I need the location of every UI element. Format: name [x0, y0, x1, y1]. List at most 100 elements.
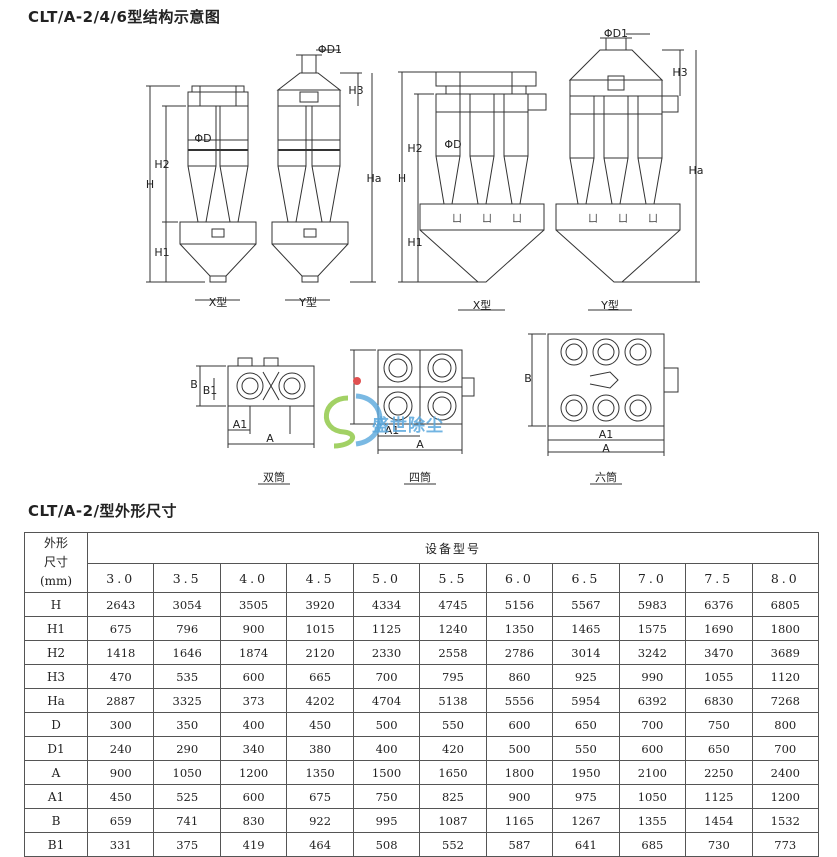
table-cell: 300: [86, 712, 155, 737]
table-cell: 3689: [751, 640, 820, 665]
table-cell: 700: [618, 712, 687, 737]
table-cell: 290: [153, 736, 221, 761]
table-cell: 675: [286, 784, 354, 809]
plan-label: 双筒: [263, 471, 285, 484]
table-cell: 1050: [153, 760, 221, 785]
table-cell: 796: [153, 616, 221, 641]
row-label-cell: H3: [24, 664, 88, 689]
table-corner-cell: 外形 尺寸 (mm): [24, 532, 88, 593]
table-cell: 1240: [419, 616, 487, 641]
table-cell: 5138: [419, 688, 487, 713]
table-cell: 3054: [153, 592, 221, 617]
dim-label-a1: A1: [384, 424, 400, 437]
table-cell: 1650: [419, 760, 487, 785]
table-cell: 922: [286, 808, 354, 833]
table-cell: 600: [485, 712, 554, 737]
table-cell: 6830: [685, 688, 753, 713]
table-cell: 508: [352, 832, 421, 857]
table-cell: 373: [219, 688, 288, 713]
table-cell: 1165: [485, 808, 554, 833]
table-cell: 600: [618, 736, 687, 761]
dim-label-b: B: [190, 378, 198, 391]
table-cell: 1050: [618, 784, 687, 809]
table-cell: 1500: [352, 760, 421, 785]
table-cell: 464: [286, 832, 354, 857]
table-cell: 2330: [352, 640, 421, 665]
model-header-cell: 7.5: [685, 563, 753, 593]
structure-diagram: ㄩ ㄩ ㄩ: [146, 33, 700, 485]
table-cell: 1454: [685, 808, 753, 833]
dim-label-a1: A1: [232, 418, 248, 431]
table-cell: 419: [219, 832, 288, 857]
table-cell: 1874: [219, 640, 288, 665]
table-cell: 240: [86, 736, 155, 761]
table-cell: 2400: [751, 760, 820, 785]
table-cell: 1055: [685, 664, 753, 689]
elevation-label: Y型: [299, 296, 317, 309]
svg-text:ㄩ: ㄩ: [618, 213, 628, 225]
table-cell: 2643: [86, 592, 155, 617]
table-cell: 6376: [685, 592, 753, 617]
plan-six: [528, 333, 679, 485]
table-cell: 665: [286, 664, 354, 689]
table-cell: 675: [86, 616, 155, 641]
table-cell: 6805: [751, 592, 820, 617]
table-cell: 1087: [419, 808, 487, 833]
dim-label-a: A: [602, 442, 610, 455]
table-cell: 1950: [552, 760, 620, 785]
svg-text:ㄩ: ㄩ: [648, 213, 658, 225]
table-cell: 3920: [286, 592, 354, 617]
table-cell: 350: [153, 712, 221, 737]
table-cell: 5954: [552, 688, 620, 713]
dim-label-b: B: [524, 372, 532, 385]
model-header-cell: 4.5: [286, 563, 354, 593]
table-cell: 500: [485, 736, 554, 761]
dim-label-h3: H3: [672, 66, 688, 79]
table-cell: 420: [419, 736, 487, 761]
table-cell: 730: [685, 832, 753, 857]
diagram-title: CLT/A-2/4/6型结构示意图: [28, 8, 221, 26]
dim-label-h2: H2: [407, 142, 423, 155]
model-header-cell: 3.5: [153, 563, 221, 593]
table-cell: 1575: [618, 616, 687, 641]
plan-four: [350, 349, 475, 485]
table-cell: 750: [352, 784, 421, 809]
table-cell: 3325: [153, 688, 221, 713]
table-cell: 5156: [485, 592, 554, 617]
dim-label-d1: ΦD1: [317, 43, 343, 56]
row-label-cell: B1: [24, 832, 88, 857]
table-cell: 800: [751, 712, 820, 737]
model-header-cell: 6.0: [485, 563, 554, 593]
table-cell: 990: [618, 664, 687, 689]
table-cell: 3470: [685, 640, 753, 665]
table-cell: 860: [485, 664, 554, 689]
model-header-cell: 6.5: [552, 563, 620, 593]
table-cell: 925: [552, 664, 620, 689]
table-cell: 1125: [685, 784, 753, 809]
table-header-row: 外形 尺寸 (mm) 设备型号: [24, 532, 819, 593]
table-cell: 600: [219, 664, 288, 689]
dim-label-h: H: [145, 178, 155, 191]
dim-label-h1: H1: [154, 246, 170, 259]
table-cell: 825: [419, 784, 487, 809]
table-cell: 1800: [485, 760, 554, 785]
dim-label-h3: H3: [348, 84, 364, 97]
table-cell: 795: [419, 664, 487, 689]
dim-label-ha: Ha: [688, 164, 704, 177]
table-cell: 6392: [618, 688, 687, 713]
svg-text:ㄩ: ㄩ: [588, 213, 598, 225]
model-header-cell: 4.0: [219, 563, 288, 593]
dim-label-d: ΦD: [444, 138, 462, 151]
table-cell: 1267: [552, 808, 620, 833]
table-cell: 4704: [352, 688, 421, 713]
dim-label-d: ΦD: [194, 132, 212, 145]
elevation-label: X型: [208, 296, 228, 309]
